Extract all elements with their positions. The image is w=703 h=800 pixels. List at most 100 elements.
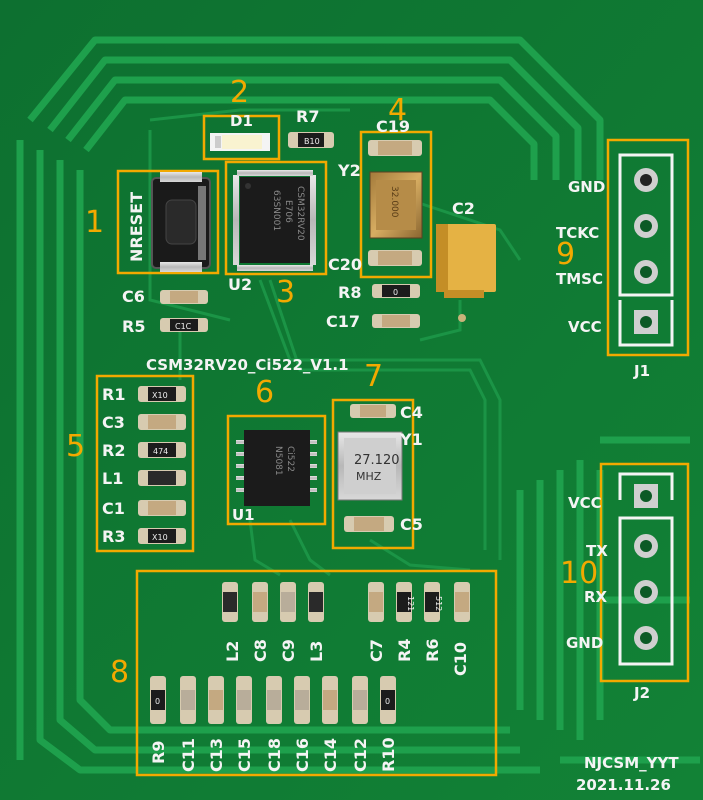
svg-text:C10: C10 bbox=[451, 642, 470, 676]
svg-text:C13: C13 bbox=[207, 738, 226, 772]
callout-5: 5 bbox=[66, 429, 85, 464]
resistor-r7: B10 bbox=[288, 132, 334, 148]
j1-tmsc-label: TMSC bbox=[556, 270, 603, 288]
label-y2: Y2 bbox=[337, 161, 361, 180]
j1-vcc-label: VCC bbox=[568, 318, 602, 336]
callout-7: 7 bbox=[364, 359, 383, 394]
svg-text:R6: R6 bbox=[423, 639, 442, 662]
label-c20: C20 bbox=[328, 255, 362, 274]
marking-r9: 0 bbox=[155, 697, 160, 706]
j2-vcc-label: VCC bbox=[568, 494, 602, 512]
svg-text:R10: R10 bbox=[379, 737, 398, 772]
j1-tckc-label: TCKC bbox=[556, 224, 599, 242]
callout-1: 1 bbox=[85, 205, 104, 240]
label-c19: C19 bbox=[376, 117, 410, 136]
board-author: NJCSM_YYT bbox=[584, 754, 679, 772]
label-r8: R8 bbox=[338, 283, 361, 302]
svg-text:C11: C11 bbox=[179, 738, 198, 772]
capacitor-c17 bbox=[372, 314, 420, 328]
svg-text:L3: L3 bbox=[307, 641, 326, 662]
label-y1: Y1 bbox=[399, 430, 423, 449]
j1-gnd-label: GND bbox=[568, 178, 605, 196]
header-j2 bbox=[618, 472, 674, 666]
svg-text:C16: C16 bbox=[293, 738, 312, 772]
svg-text:C1C: C1C bbox=[175, 322, 192, 331]
label-r7: R7 bbox=[296, 107, 319, 126]
callout-9: 9 bbox=[556, 237, 575, 272]
board-date: 2021.11.26 bbox=[576, 776, 671, 794]
matching-row-2-labels: R9 C11 C13 C15 C18 C16 C14 C12 R10 bbox=[149, 737, 398, 772]
svg-text:C8: C8 bbox=[251, 639, 270, 662]
label-c17: C17 bbox=[326, 312, 360, 331]
marking-r6: 512 bbox=[434, 596, 443, 611]
matching-row-2 bbox=[150, 676, 396, 724]
label-nreset: NRESET bbox=[127, 192, 146, 262]
label-c3: C3 bbox=[102, 413, 125, 432]
label-j2: J2 bbox=[633, 684, 650, 702]
label-j1: J1 bbox=[633, 362, 650, 380]
label-r2: R2 bbox=[102, 441, 125, 460]
callout-6: 6 bbox=[255, 375, 274, 410]
marking-r10: 0 bbox=[385, 697, 390, 706]
label-c6: C6 bbox=[122, 287, 145, 306]
marking-r2: 474 bbox=[153, 447, 168, 456]
nfc-chip bbox=[236, 430, 317, 506]
callout-boxes bbox=[95, 114, 690, 777]
svg-text:C7: C7 bbox=[367, 639, 386, 662]
header-j1 bbox=[618, 153, 674, 347]
svg-text:R9: R9 bbox=[149, 741, 168, 764]
label-c1: C1 bbox=[102, 499, 125, 518]
marking-r3: X10 bbox=[152, 533, 168, 542]
marking-r1: X10 bbox=[152, 391, 168, 400]
svg-text:C15: C15 bbox=[235, 738, 254, 772]
mcu-marking-1: CSM32RV20 bbox=[295, 186, 305, 241]
label-u2: U2 bbox=[228, 275, 252, 294]
svg-text:C14: C14 bbox=[321, 738, 340, 772]
mcu-chip bbox=[233, 170, 316, 271]
callout-8: 8 bbox=[110, 655, 129, 690]
label-r3: R3 bbox=[102, 527, 125, 546]
y1-marking-2: MHZ bbox=[356, 470, 382, 483]
passive-column bbox=[138, 386, 186, 544]
callout-10: 10 bbox=[560, 556, 598, 591]
svg-text:L2: L2 bbox=[223, 641, 242, 662]
svg-text:0: 0 bbox=[393, 288, 398, 297]
crystal-y2: 32.000 bbox=[368, 140, 423, 266]
matching-row-1-labels: L2 C8 C9 L3 C7 R4 R6 C10 bbox=[223, 639, 470, 676]
led-d1 bbox=[210, 133, 270, 151]
nfc-marking-2: N5081 bbox=[273, 446, 283, 476]
callout-3: 3 bbox=[276, 275, 295, 310]
label-d1: D1 bbox=[230, 112, 253, 130]
label-l1: L1 bbox=[102, 469, 123, 488]
svg-text:B10: B10 bbox=[304, 137, 320, 146]
label-c2: C2 bbox=[452, 199, 475, 218]
svg-text:C18: C18 bbox=[265, 738, 284, 772]
svg-text:R4: R4 bbox=[395, 639, 414, 662]
j2-rx-label: RX bbox=[584, 588, 608, 606]
y1-marking-1: 27.120 bbox=[354, 453, 400, 468]
mcu-marking-2: E706 bbox=[283, 200, 293, 223]
antenna-coil bbox=[16, 36, 700, 774]
board-name: CSM32RV20_Ci522_V1.1 bbox=[146, 356, 349, 374]
label-c5: C5 bbox=[400, 515, 423, 534]
label-c4: C4 bbox=[400, 403, 423, 422]
j2-gnd-label: GND bbox=[566, 634, 603, 652]
j2-tx-label: TX bbox=[586, 542, 608, 560]
resistor-r8: 0 bbox=[372, 284, 420, 298]
label-u1: U1 bbox=[232, 506, 255, 524]
nfc-marking-1: Ci522 bbox=[285, 446, 295, 472]
reset-button bbox=[151, 172, 211, 272]
marking-r4: 121 bbox=[406, 596, 415, 611]
svg-text:C9: C9 bbox=[279, 639, 298, 662]
crystal-y1 bbox=[337, 404, 403, 532]
label-r5: R5 bbox=[122, 317, 145, 336]
callout-4: 4 bbox=[388, 93, 407, 128]
capacitor-c6 bbox=[160, 290, 208, 304]
mcu-marking-3: 63SN001 bbox=[271, 190, 281, 231]
capacitor-c2 bbox=[436, 224, 496, 322]
label-r1: R1 bbox=[102, 385, 125, 404]
resistor-r5: C1C bbox=[160, 318, 208, 332]
svg-text:32.000: 32.000 bbox=[389, 186, 399, 218]
svg-text:C12: C12 bbox=[351, 738, 370, 772]
